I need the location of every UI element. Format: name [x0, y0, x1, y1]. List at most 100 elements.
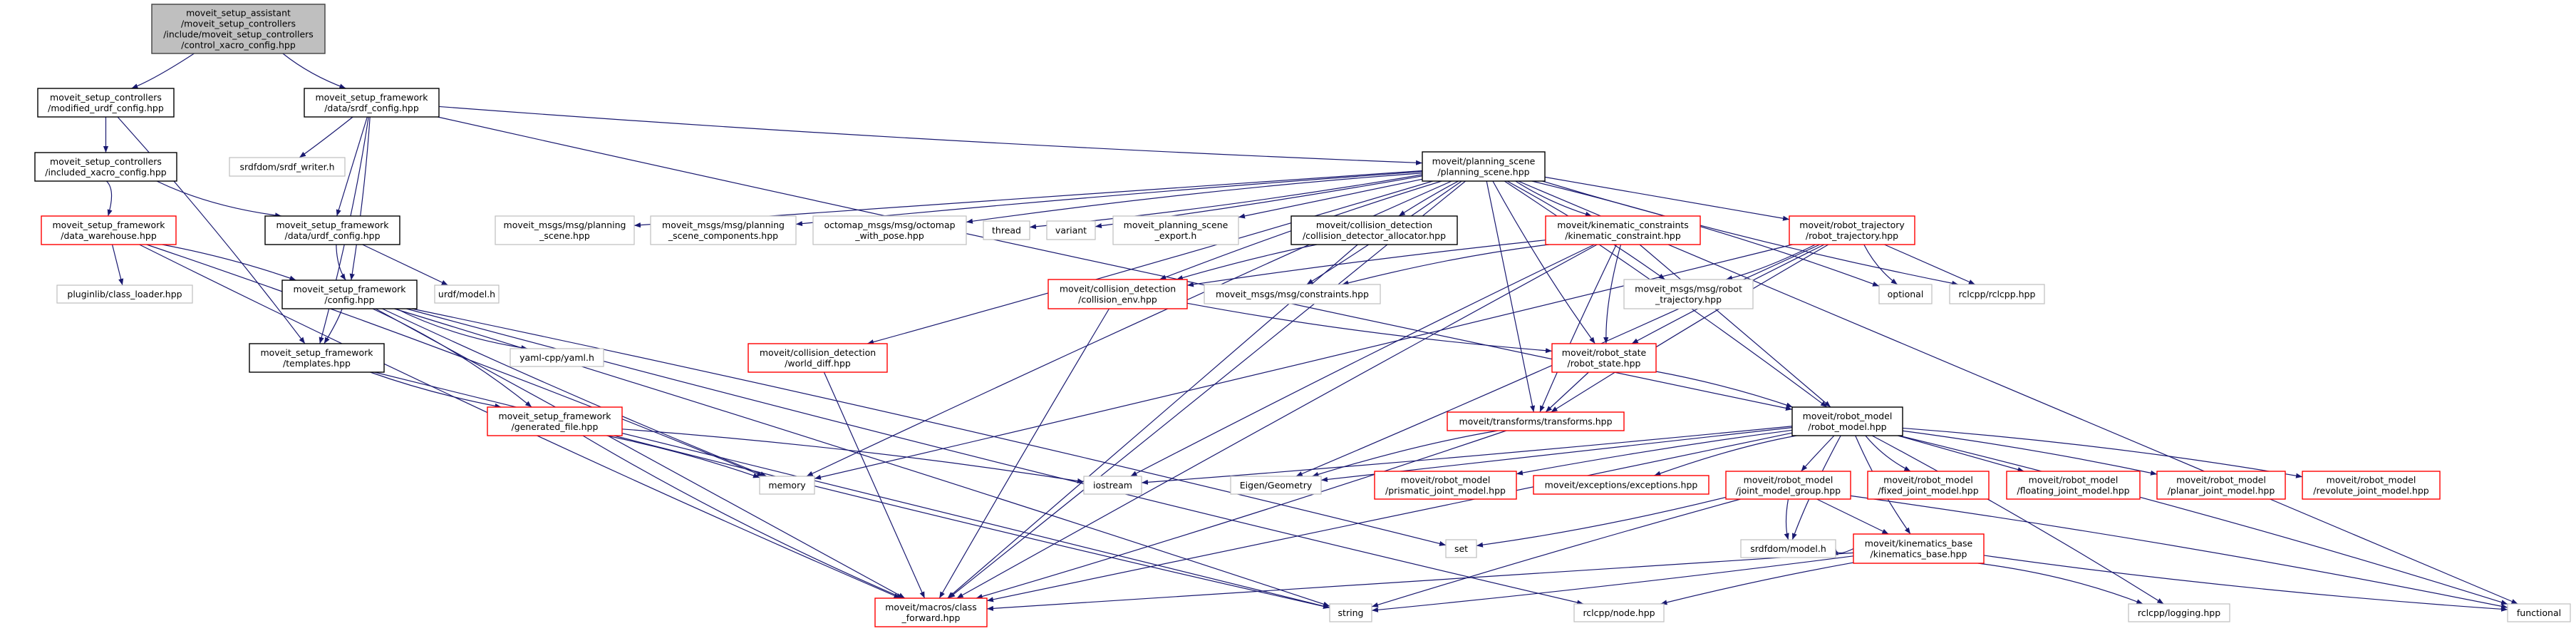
node-box[interactable]	[1623, 279, 1754, 309]
node-pscomp[interactable]: moveit_msgs/msg/planning_scene_component…	[650, 215, 797, 245]
node-box[interactable]	[495, 215, 635, 245]
node-cfg[interactable]: moveit_setup_framework/config.hpp	[281, 279, 418, 309]
node-thread[interactable]: thread	[983, 220, 1030, 240]
node-box[interactable]	[874, 597, 988, 627]
node-box[interactable]	[759, 476, 815, 495]
node-box[interactable]	[1725, 471, 1851, 500]
node-plug[interactable]: pluginlib/class_loader.hpp	[56, 284, 193, 304]
node-rclcpp[interactable]: rclcpp/rclcpp.hpp	[1949, 284, 2045, 304]
node-rm[interactable]: moveit/robot_model/robot_model.hpp	[1791, 406, 1903, 436]
node-cda[interactable]: moveit/collision_detection/collision_det…	[1290, 215, 1458, 245]
node-optional[interactable]: optional	[1878, 284, 1933, 304]
node-box[interactable]	[2006, 471, 2141, 500]
node-floating[interactable]: moveit/robot_model/floating_joint_model.…	[2006, 471, 2141, 500]
node-box[interactable]	[1112, 215, 1239, 245]
node-box[interactable]	[1533, 475, 1709, 495]
node-set[interactable]: set	[1445, 539, 1477, 558]
node-functional[interactable]: functional	[2507, 603, 2571, 622]
node-box[interactable]	[1046, 220, 1096, 240]
node-box[interactable]	[37, 88, 175, 118]
node-box[interactable]	[1230, 476, 1322, 495]
node-box[interactable]	[229, 157, 346, 177]
node-box[interactable]	[1374, 471, 1517, 500]
node-box[interactable]	[434, 284, 500, 304]
node-box[interactable]	[1083, 476, 1142, 495]
node-box[interactable]	[1551, 343, 1657, 373]
node-root[interactable]: moveit_setup_assistant/moveit_setup_cont…	[151, 4, 326, 54]
node-memory[interactable]: memory	[759, 476, 815, 495]
node-eigen[interactable]: Eigen/Geometry	[1230, 476, 1322, 495]
node-box[interactable]	[1329, 603, 1372, 622]
node-box[interactable]	[1422, 151, 1546, 182]
node-box[interactable]	[1290, 215, 1458, 245]
node-fixed[interactable]: moveit/robot_model/fixed_joint_model.hpp	[1867, 471, 1990, 500]
node-rs[interactable]: moveit/robot_state/robot_state.hpp	[1551, 343, 1657, 373]
node-rtmsg[interactable]: moveit_msgs/msg/robot_trajectory.hpp	[1623, 279, 1754, 309]
node-exc[interactable]: moveit/exceptions/exceptions.hpp	[1533, 475, 1709, 495]
node-box[interactable]	[151, 4, 326, 54]
node-box[interactable]	[264, 215, 400, 245]
node-rclnode[interactable]: rclcpp/node.hpp	[1573, 603, 1665, 622]
node-cons[interactable]: moveit_msgs/msg/constraints.hpp	[1204, 284, 1381, 304]
node-box[interactable]	[2302, 471, 2441, 500]
node-box[interactable]	[1878, 284, 1933, 304]
node-incl[interactable]: moveit_setup_controllers/included_xacro_…	[34, 152, 177, 182]
node-yaml[interactable]: yaml-cpp/yaml.h	[509, 348, 604, 367]
node-box[interactable]	[304, 88, 440, 118]
node-box[interactable]	[812, 215, 967, 245]
node-string[interactable]: string	[1329, 603, 1372, 622]
node-box[interactable]	[487, 406, 623, 436]
node-tf[interactable]: moveit/transforms/transforms.hpp	[1447, 411, 1625, 431]
node-psmsg[interactable]: moveit_msgs/msg/planning_scene.hpp	[495, 215, 635, 245]
node-box[interactable]	[983, 220, 1030, 240]
node-box[interactable]	[1789, 215, 1915, 245]
node-box[interactable]	[1204, 284, 1381, 304]
node-box[interactable]	[1545, 215, 1701, 245]
node-box[interactable]	[281, 279, 418, 309]
node-tmpl[interactable]: moveit_setup_framework/templates.hpp	[249, 343, 385, 373]
node-export[interactable]: moveit_planning_scene_export.h	[1112, 215, 1239, 245]
node-variant[interactable]: variant	[1046, 220, 1096, 240]
node-box[interactable]	[1447, 411, 1625, 431]
node-box[interactable]	[249, 343, 385, 373]
node-rt[interactable]: moveit/robot_trajectory/robot_trajectory…	[1789, 215, 1915, 245]
node-urdfc[interactable]: moveit_setup_framework/data/urdf_config.…	[264, 215, 400, 245]
node-cenv[interactable]: moveit/collision_detection/collision_env…	[1048, 279, 1188, 309]
node-box[interactable]	[1853, 533, 1985, 564]
node-box[interactable]	[41, 215, 177, 245]
node-box[interactable]	[1867, 471, 1990, 500]
node-urdfm[interactable]: urdf/model.h	[434, 284, 500, 304]
node-wdiff[interactable]: moveit/collision_detection/world_diff.hp…	[748, 343, 888, 373]
node-box[interactable]	[34, 152, 177, 182]
node-revolute[interactable]: moveit/robot_model/revolute_joint_model.…	[2302, 471, 2441, 500]
node-box[interactable]	[2507, 603, 2571, 622]
node-ps[interactable]: moveit/planning_scene/planning_scene.hpp	[1422, 151, 1546, 182]
node-gen[interactable]: moveit_setup_framework/generated_file.hp…	[487, 406, 623, 436]
node-iostream[interactable]: iostream	[1083, 476, 1142, 495]
node-box[interactable]	[748, 343, 888, 373]
node-logging[interactable]: rclcpp/logging.hpp	[2128, 603, 2230, 622]
node-box[interactable]	[2128, 603, 2230, 622]
node-box[interactable]	[1573, 603, 1665, 622]
node-box[interactable]	[2156, 471, 2286, 500]
node-box[interactable]	[650, 215, 797, 245]
node-kb[interactable]: moveit/kinematics_base/kinematics_base.h…	[1853, 533, 1985, 564]
node-planar[interactable]: moveit/robot_model/planar_joint_model.hp…	[2156, 471, 2286, 500]
node-box[interactable]	[1949, 284, 2045, 304]
node-box[interactable]	[1048, 279, 1188, 309]
node-kc[interactable]: moveit/kinematic_constraints/kinematic_c…	[1545, 215, 1701, 245]
node-mod[interactable]: moveit_setup_controllers/modified_urdf_c…	[37, 88, 175, 118]
node-srdfc[interactable]: moveit_setup_framework/data/srdf_config.…	[304, 88, 440, 118]
node-srdfw[interactable]: srdfdom/srdf_writer.h	[229, 157, 346, 177]
node-octo[interactable]: octomap_msgs/msg/octomap_with_pose.hpp	[812, 215, 967, 245]
node-box[interactable]	[1445, 539, 1477, 558]
node-box[interactable]	[1791, 406, 1903, 436]
node-cf[interactable]: moveit/macros/class_forward.hpp	[874, 597, 988, 627]
node-dw[interactable]: moveit_setup_framework/data_warehouse.hp…	[41, 215, 177, 245]
node-box[interactable]	[56, 284, 193, 304]
node-box[interactable]	[1740, 539, 1836, 558]
node-prism[interactable]: moveit/robot_model/prismatic_joint_model…	[1374, 471, 1517, 500]
node-srdfmodel[interactable]: srdfdom/model.h	[1740, 539, 1836, 558]
node-jmg[interactable]: moveit/robot_model/joint_model_group.hpp	[1725, 471, 1851, 500]
node-box[interactable]	[509, 348, 604, 367]
